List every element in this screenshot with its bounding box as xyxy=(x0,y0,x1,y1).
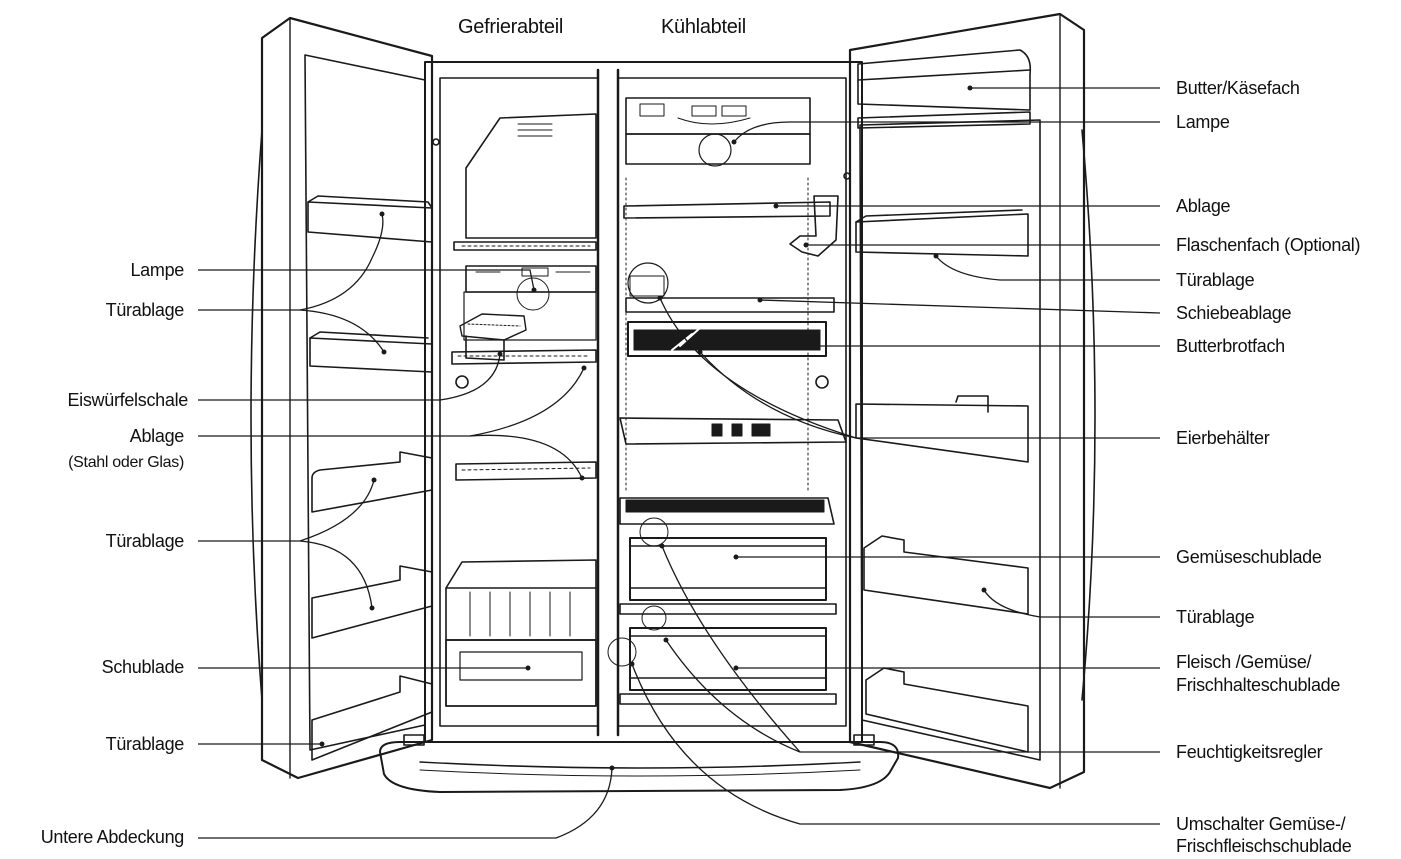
fridge-interior xyxy=(607,97,847,705)
label-left-door-shelf-1: Türablage xyxy=(105,300,185,320)
label-ice-tray: Eiswürfelschale xyxy=(67,390,188,410)
leader-lines xyxy=(198,87,1161,839)
label-right-door-shelf-1: Türablage xyxy=(1176,270,1255,290)
label-switch-line2: Frischfleischschublade xyxy=(1176,836,1352,856)
label-sandwich-box: Butterbrotfach xyxy=(1176,336,1285,356)
freezer-header: Gefrierabteil xyxy=(458,16,564,38)
label-shelf-material: (Stahl oder Glas) xyxy=(68,454,184,471)
fridge-door xyxy=(815,12,1086,790)
label-humidity-control: Feuchtigkeitsregler xyxy=(1176,742,1323,762)
label-butter-cheese: Butter/Käsefach xyxy=(1176,78,1300,98)
label-bottle-rack: Flaschenfach (Optional) xyxy=(1176,235,1361,255)
label-drawer: Schublade xyxy=(101,657,185,677)
label-right-door-shelf-2: Türablage xyxy=(1176,607,1255,627)
label-right-lamp: Lampe xyxy=(1176,112,1230,132)
label-vegetable-drawer: Gemüseschublade xyxy=(1176,547,1322,567)
label-switch-line1: Umschalter Gemüse-/ xyxy=(1176,814,1346,834)
label-left-door-shelf-2: Türablage xyxy=(105,531,185,551)
label-left-shelf: Ablage xyxy=(129,426,185,446)
freezer-interior xyxy=(445,113,597,707)
label-right-shelf: Ablage xyxy=(1176,196,1231,216)
leader-dots xyxy=(319,85,987,771)
label-egg-box: Eierbehälter xyxy=(1176,428,1270,448)
label-meat-drawer-line1: Fleisch /Gemüse/ xyxy=(1176,652,1312,672)
label-bottom-cover: Untere Abdeckung xyxy=(40,827,185,847)
freezer-door xyxy=(260,16,469,780)
fridge-header: Kühlabteil xyxy=(661,16,746,38)
bottom-cover xyxy=(379,734,900,793)
label-meat-drawer-line2: Frischhalteschublade xyxy=(1176,675,1341,695)
label-left-door-shelf-3: Türablage xyxy=(105,734,185,754)
label-sliding-shelf: Schiebeablage xyxy=(1176,303,1292,323)
label-left-lamp: Lampe xyxy=(130,260,184,280)
